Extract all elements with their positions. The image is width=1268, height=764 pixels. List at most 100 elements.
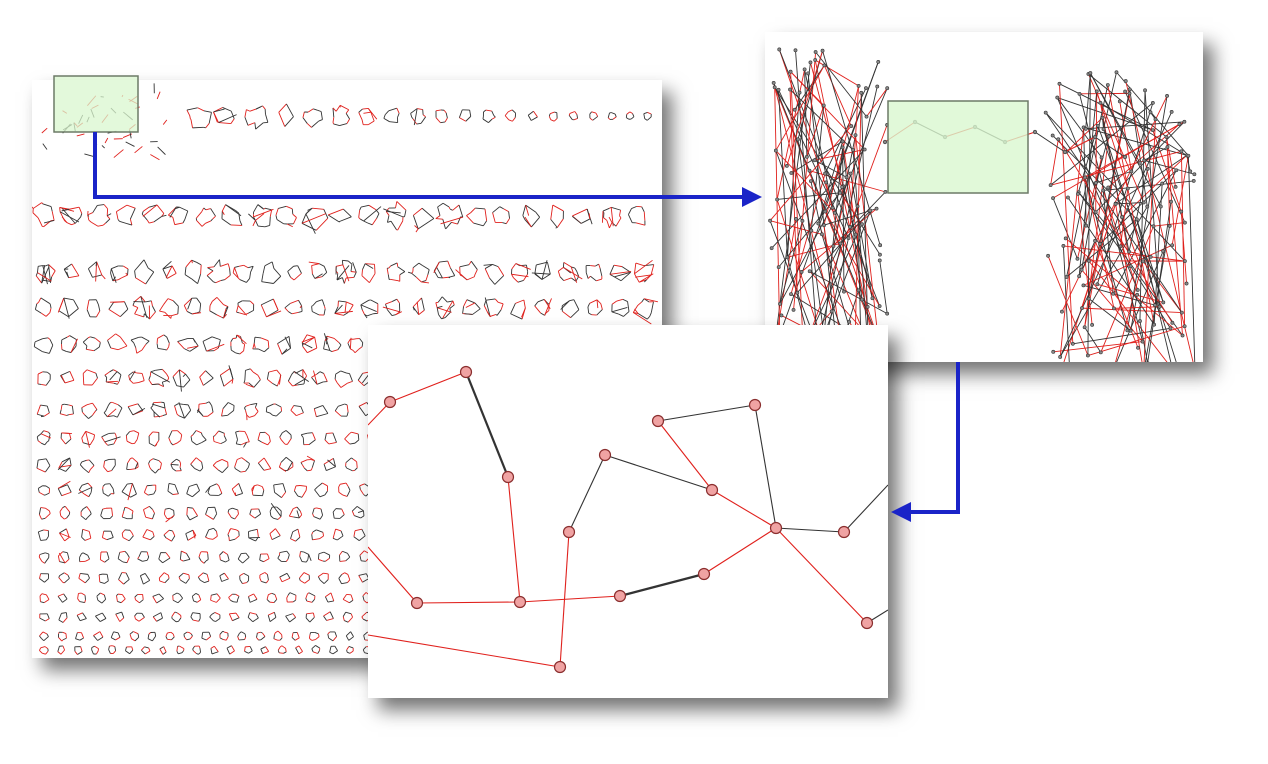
graph-edge — [646, 116, 652, 121]
graph-edge — [354, 467, 358, 471]
graph-edge — [249, 415, 255, 418]
graph-edge — [93, 349, 97, 352]
small-graph — [260, 298, 282, 318]
graph-edge — [253, 208, 274, 218]
graph-edge — [134, 270, 136, 278]
graph-edge — [273, 483, 284, 486]
graph-edge — [349, 599, 354, 604]
small-graph — [221, 402, 235, 417]
graph-edge — [386, 268, 389, 275]
graph-edge — [338, 578, 342, 584]
graph-edge — [360, 218, 364, 222]
graph-edge — [335, 105, 341, 112]
graph-edge — [218, 114, 237, 123]
graph-edge — [159, 580, 165, 584]
small-graph — [611, 298, 630, 317]
graph-edge — [57, 488, 63, 496]
graph-edge — [797, 50, 823, 140]
graph-node — [840, 145, 845, 150]
graph-edge — [277, 516, 282, 520]
graph-edge — [344, 301, 347, 313]
graph-edge — [248, 530, 252, 532]
graph-edge — [281, 491, 287, 498]
graph-edge — [290, 531, 294, 539]
graph-edge — [531, 216, 541, 228]
graph-edge — [216, 593, 221, 599]
small-graph — [239, 572, 250, 584]
graph-edge — [203, 560, 207, 564]
graph-edge — [49, 308, 52, 313]
graph-edge — [128, 375, 131, 381]
graph-edge — [308, 554, 312, 561]
graph-node — [795, 290, 800, 295]
graph-edge — [260, 636, 266, 641]
graph-edge — [608, 216, 613, 223]
graph-edge — [95, 299, 99, 305]
graph-edge — [291, 208, 294, 215]
graph-edge — [107, 130, 117, 134]
graph-edge — [102, 222, 106, 226]
graph-edge — [345, 465, 347, 469]
graph-edge — [35, 272, 38, 276]
graph-edge — [385, 301, 393, 305]
graph-edge — [60, 375, 66, 384]
graph-node — [1125, 328, 1130, 333]
graph-edge — [177, 430, 183, 436]
graph-edge — [116, 204, 128, 212]
graph-node — [1064, 275, 1069, 279]
small-graph — [60, 370, 75, 384]
graph-edge — [103, 410, 106, 413]
graph-edge — [449, 304, 455, 309]
graph-edge — [129, 634, 132, 639]
graph-edge — [504, 115, 510, 121]
graph-edge — [105, 377, 108, 382]
graph-edge — [177, 612, 182, 616]
small-graph — [221, 204, 243, 226]
graph-edge — [310, 467, 313, 471]
graph-edge — [496, 309, 502, 316]
graph-edge — [95, 409, 98, 412]
graph-edge — [347, 342, 351, 350]
graph-edge — [219, 637, 224, 640]
graph-edge — [59, 532, 71, 538]
graph-edge — [440, 216, 463, 225]
graph-edge — [135, 106, 140, 109]
graph-edge — [68, 308, 79, 318]
graph-edge — [131, 532, 134, 537]
small-graph — [219, 572, 229, 582]
graph-edge — [254, 336, 262, 339]
graph-edge — [227, 534, 230, 538]
graph-node — [1099, 155, 1104, 160]
graph-edge — [132, 457, 139, 463]
graph-edge — [159, 463, 162, 470]
graph-edge — [284, 336, 291, 349]
graph-edge — [243, 379, 246, 384]
small-graph — [150, 401, 168, 418]
graph-edge — [197, 576, 201, 581]
graph-edge — [95, 373, 98, 379]
graph-edge — [293, 485, 297, 492]
graph-edge — [1059, 83, 1074, 344]
graph-edge — [376, 213, 380, 219]
graph-edge — [397, 266, 406, 272]
graph-edge — [186, 638, 191, 641]
graph-edge — [301, 213, 327, 224]
graph-edge — [162, 557, 171, 564]
graph-edge — [804, 69, 808, 157]
graph-edge — [36, 459, 39, 469]
graph-node — [1161, 300, 1166, 305]
graph-node — [1177, 122, 1182, 127]
graph-edge — [341, 582, 348, 585]
graph-edge — [236, 311, 240, 314]
small-graph — [351, 506, 365, 519]
graph-node — [1179, 209, 1184, 214]
graph-edge — [356, 461, 358, 468]
graph-edge — [325, 557, 330, 562]
graph-edge — [293, 405, 301, 408]
graph-edge — [134, 615, 136, 620]
graph-edge — [198, 552, 201, 558]
small-graph — [108, 301, 129, 318]
graph-edge — [278, 112, 286, 127]
graph-edge — [356, 506, 364, 512]
graph-edge — [178, 652, 183, 655]
